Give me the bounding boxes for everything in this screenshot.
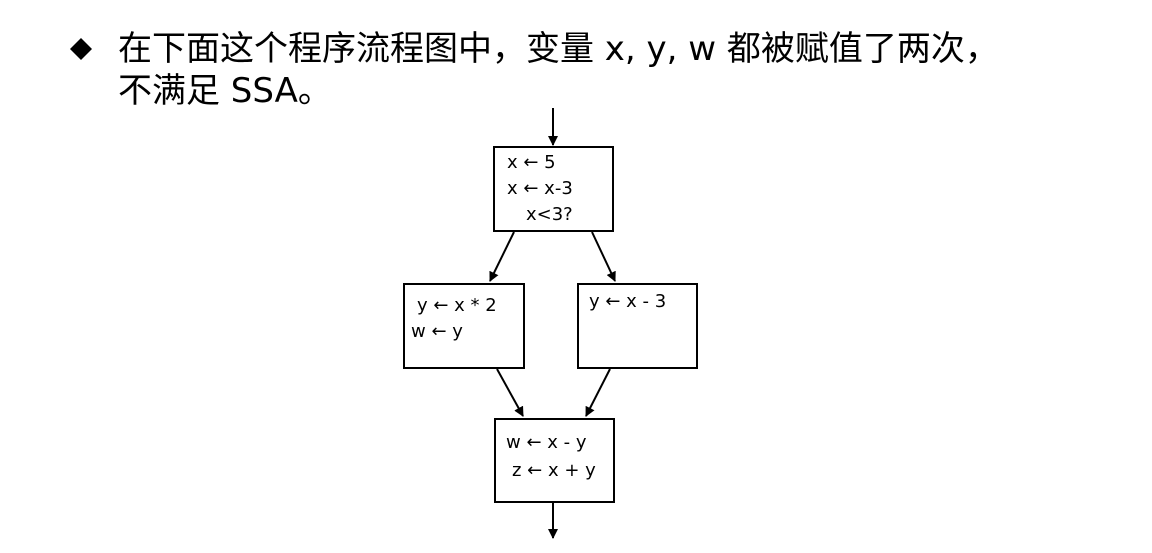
right-line-1: y ← x - 3: [589, 291, 667, 312]
merge-block: w ← x - y z ← x + y: [494, 418, 615, 503]
left-line-2: w ← y: [411, 321, 463, 342]
arrow-to-right-block: [591, 231, 616, 282]
merge-line-2: z ← x + y: [512, 460, 596, 481]
arrow-left-to-merge: [496, 368, 524, 417]
entry-block: x ← 5 x ← x-3 x<3?: [493, 146, 614, 232]
left-block: y ← x * 2 w ← y: [403, 283, 525, 369]
heading-line-1: 在下面这个程序流程图中，变量 x, y, w 都被赋值了两次，: [118, 29, 999, 69]
merge-line-1: w ← x - y: [506, 432, 587, 453]
black-diamond-icon: [70, 38, 92, 60]
heading-line-2: 不满足 SSA。: [118, 71, 332, 111]
right-block: y ← x - 3: [577, 283, 698, 369]
entry-line-3: x<3?: [526, 204, 573, 225]
entry-line-1: x ← 5: [507, 152, 556, 173]
arrow-to-left-block: [489, 231, 515, 282]
arrow-right-to-merge: [585, 368, 611, 417]
left-line-1: y ← x * 2: [417, 295, 497, 316]
entry-line-2: x ← x-3: [507, 178, 573, 199]
